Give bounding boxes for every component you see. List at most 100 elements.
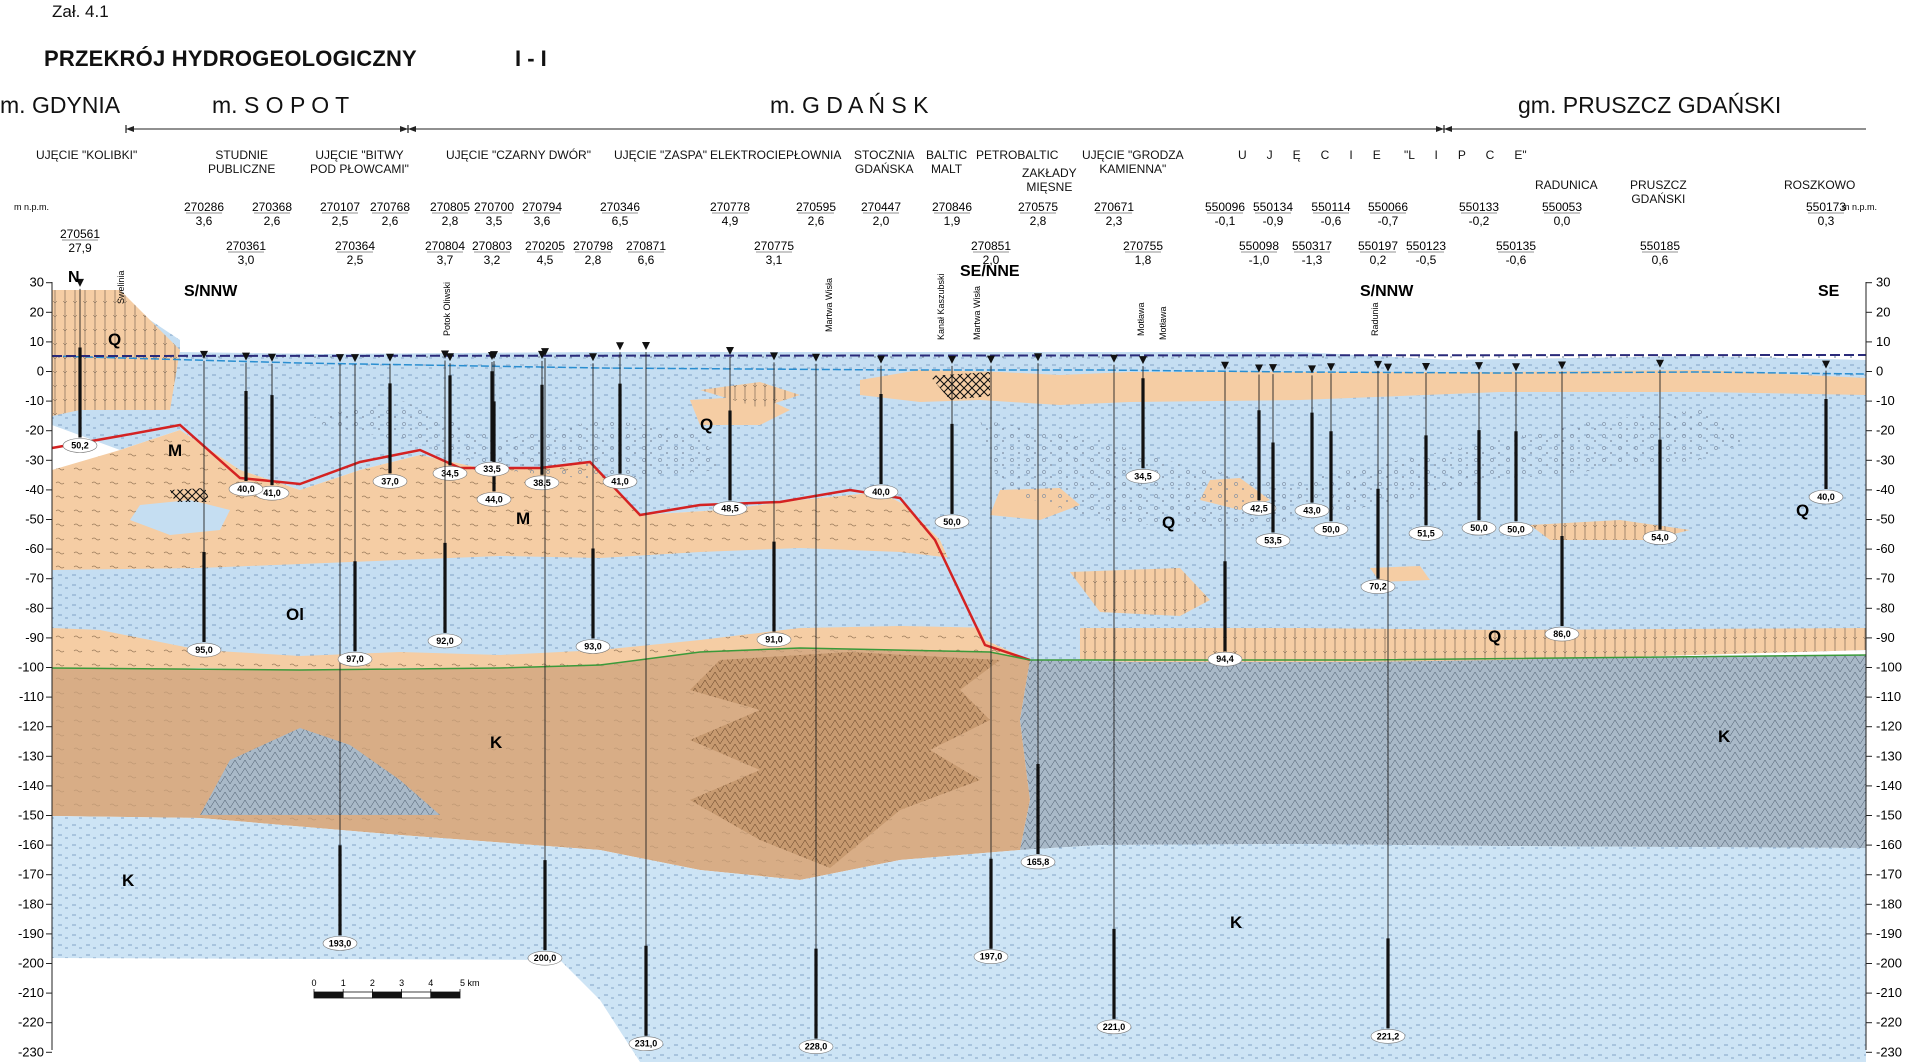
well-id: 270775 xyxy=(754,239,794,253)
depth-badge xyxy=(1125,468,1161,484)
depth-badge xyxy=(474,461,510,477)
water-level-marker xyxy=(1656,359,1664,368)
direction-label: N xyxy=(68,269,80,286)
y-tick-label-right: -110 xyxy=(1876,689,1901,704)
clay-lens xyxy=(170,488,210,502)
well-depth: 50,0 xyxy=(1470,523,1488,533)
cretaceous-top-boundary xyxy=(51,647,1867,671)
y-tick-label-left: -10 xyxy=(25,393,44,408)
water-level-marker xyxy=(726,346,734,355)
shallow-sand-band xyxy=(860,370,1866,405)
well-depth: 51,5 xyxy=(1417,528,1435,538)
well-depth: 40,0 xyxy=(237,484,255,494)
well-depth: 221,2 xyxy=(1377,1031,1400,1041)
water-level-marker xyxy=(1308,365,1316,374)
well: 550135-0,650,0 xyxy=(1496,239,1536,537)
depth-badge xyxy=(1642,530,1678,545)
site-label: STUDNIE PUBLICZNE xyxy=(208,148,276,176)
well-depth: 197,0 xyxy=(980,952,1003,962)
well-id: 550123 xyxy=(1406,239,1446,253)
y-tick-label-left: -130 xyxy=(18,748,44,763)
water-level-marker xyxy=(642,341,650,350)
y-tick-label-right: -120 xyxy=(1876,719,1902,734)
y-tick-label-left: 20 xyxy=(30,304,44,319)
y-tick-label-right: -100 xyxy=(1876,660,1902,675)
depth-badge xyxy=(575,639,611,654)
well-id: 270575 xyxy=(1018,200,1058,214)
unit-label: Q xyxy=(108,330,121,349)
water-level-marker xyxy=(488,352,496,361)
river-label: Motława xyxy=(1136,302,1146,336)
water-level-marker xyxy=(351,354,359,363)
depth-badge xyxy=(756,632,792,647)
depth-badge xyxy=(62,438,98,453)
well-elevation: 6,5 xyxy=(612,214,629,228)
well-depth: 41,0 xyxy=(611,477,629,487)
y-tick-label-right: 20 xyxy=(1876,304,1890,319)
water-level-marker xyxy=(1384,363,1392,372)
river-label: Swelinia xyxy=(116,270,126,304)
water-level-marker xyxy=(541,348,549,357)
municipality-pruszcz: gm. PRUSZCZ GDAŃSKI xyxy=(1518,92,1782,118)
y-tick-label-left: -180 xyxy=(18,896,44,911)
depth-badge xyxy=(1461,520,1497,536)
well-elevation: 2,0 xyxy=(873,214,890,228)
depth-badge xyxy=(322,936,358,951)
scale-tick-label: 1 xyxy=(341,978,346,988)
depth-badge xyxy=(1544,626,1580,642)
water-level-marker xyxy=(1422,362,1430,371)
unit-label: K xyxy=(1230,913,1243,932)
well-depth: 37,0 xyxy=(381,476,399,486)
water-level-marker xyxy=(386,353,394,362)
well-elevation: 2,6 xyxy=(808,214,825,228)
water-level-marker xyxy=(76,278,84,287)
well-elevation: -0,9 xyxy=(1263,214,1284,228)
y-tick-label-right: -170 xyxy=(1876,867,1902,882)
unit-label: Ol xyxy=(286,605,304,624)
well-depth: 86,0 xyxy=(1553,629,1571,639)
y-tick-label-right: -40 xyxy=(1876,482,1895,497)
well: 550317-1,343,0 xyxy=(1292,239,1332,518)
water-level-marker xyxy=(987,355,995,364)
well-id: 550317 xyxy=(1292,239,1332,253)
depth-badge xyxy=(1207,651,1243,667)
well-elevation: 3,6 xyxy=(196,214,213,228)
well-depth: 165,8 xyxy=(1027,857,1050,867)
river-label: Motława xyxy=(1158,306,1168,340)
well-depth: 221,0 xyxy=(1103,1022,1126,1032)
site-label: ELEKTROCIEPŁOWNIA xyxy=(710,148,842,162)
well-id: 270700 xyxy=(474,200,514,214)
depth-badge xyxy=(1370,1029,1406,1044)
depth-badge xyxy=(1808,489,1844,505)
well-elevation: 0,6 xyxy=(1652,253,1669,267)
well-elevation: 3,5 xyxy=(486,214,503,228)
clay-lens xyxy=(930,372,990,400)
water-level-marker xyxy=(1558,361,1566,370)
direction-label: SE/NNE xyxy=(960,263,1020,280)
y-tick-label-left: -170 xyxy=(18,867,44,882)
well-elevation: -1,0 xyxy=(1249,253,1270,267)
water-level-marker xyxy=(441,350,449,359)
well-elevation: 6,6 xyxy=(638,253,655,267)
well-id: 270805 xyxy=(430,200,470,214)
water-level-marker xyxy=(589,353,597,362)
well-id: 550114 xyxy=(1311,200,1350,214)
axis-unit-right: m n.p.m. xyxy=(1842,202,1877,212)
y-tick-label-left: -90 xyxy=(25,630,44,645)
well-elevation: 3,0 xyxy=(238,253,255,267)
well-depth: 34,5 xyxy=(441,468,459,478)
y-tick-label-right: -150 xyxy=(1876,808,1902,823)
well-depth: 228,0 xyxy=(805,1042,828,1052)
well-elevation: -0,7 xyxy=(1378,214,1399,228)
water-level-marker xyxy=(1374,360,1382,369)
